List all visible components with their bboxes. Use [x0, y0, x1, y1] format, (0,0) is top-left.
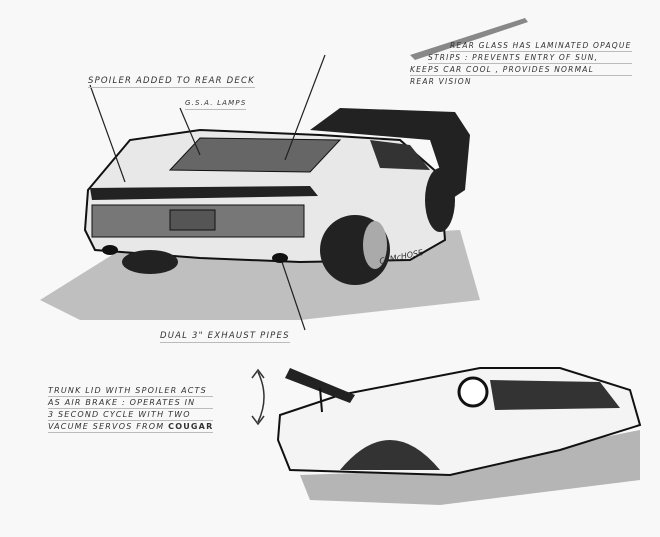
- side-window: [370, 140, 430, 170]
- servo-arm: [319, 387, 323, 413]
- rear-wheel-left: [122, 250, 178, 274]
- annotation-spoiler: Spoiler added to rear deck: [88, 76, 255, 88]
- leader-lines: [89, 54, 326, 331]
- exhaust-pipe-left: [102, 245, 118, 255]
- annotation-lamps: G.S.A. Lamps: [185, 97, 247, 110]
- open-trunk-lid: [310, 108, 470, 200]
- fuel-cap: [457, 376, 489, 408]
- cougar-label: Cougar: [168, 422, 214, 431]
- license-plate: [169, 209, 216, 231]
- wheel-arch: [340, 440, 440, 470]
- front-wheel: [425, 168, 455, 232]
- annotation-rear-glass: Rear glass has laminated opaque strips :…: [410, 41, 632, 86]
- annotation-exhaust: Dual 3" exhaust pipes: [160, 331, 290, 343]
- raised-spoiler: [285, 368, 355, 403]
- side-window-bottom: [490, 380, 620, 410]
- annotation-trunk: Trunk lid with spoiler acts as air brake…: [48, 386, 214, 433]
- rear-window: [168, 137, 342, 173]
- exhaust-pipe-right: [272, 253, 288, 263]
- spoiler-deck: [90, 186, 318, 200]
- motion-arrow: [257, 371, 265, 423]
- rear-glass-strip: [410, 18, 528, 60]
